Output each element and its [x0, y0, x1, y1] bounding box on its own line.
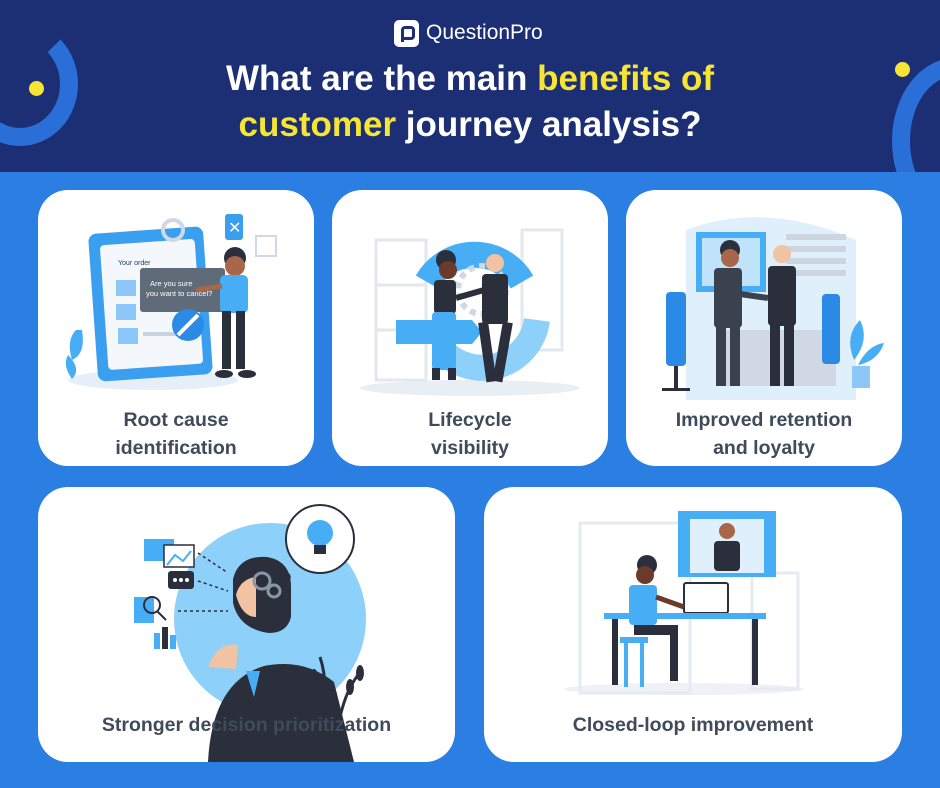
- phone-header-text: Your order: [118, 260, 151, 267]
- page-title: What are the main benefits of customer j…: [0, 56, 940, 148]
- card-label-line1: Improved retention: [675, 409, 853, 431]
- decorative-dot-left: [29, 81, 44, 96]
- questionpro-logo: QuestionPro: [394, 18, 543, 48]
- benefit-card-closed-loop: Closed-loop improvement: [484, 487, 902, 762]
- card-label-retention: Improved retention and loyalty: [626, 406, 902, 462]
- title-line1-plain: What are the main: [225, 59, 538, 98]
- card-label-line2: and loyalty: [713, 437, 815, 459]
- handshake-illustration: [662, 217, 884, 400]
- title-line-2: customer journey analysis?: [0, 102, 940, 148]
- card-label-line2: visibility: [430, 437, 510, 459]
- card-label-line2: identification: [115, 437, 237, 459]
- logo-text: QuestionPro: [426, 21, 543, 44]
- card-label-closed-loop: Closed-loop improvement: [572, 714, 814, 736]
- decorative-dot-right: [895, 62, 910, 77]
- benefit-card-root-cause: Your order Are you sure you want to canc…: [38, 190, 314, 466]
- questionpro-logo-icon: [394, 19, 419, 47]
- title-line-1: What are the main benefits of: [0, 56, 940, 102]
- benefit-card-lifecycle: Lifecycle visibility: [332, 190, 608, 466]
- card-label-root-cause: Root cause identification: [38, 406, 314, 462]
- title-line1-highlight: benefits of: [537, 59, 715, 98]
- title-line2-plain: journey analysis?: [396, 105, 702, 144]
- dialog-line2-text: you want to cancel?: [146, 289, 212, 298]
- card-label-decision: Stronger decision prioritization: [101, 714, 392, 736]
- dialog-line1-text: Are you sure: [150, 279, 193, 288]
- svg-text:✕: ✕: [228, 218, 241, 237]
- header-banner: QuestionPro What are the main benefits o…: [0, 0, 940, 172]
- thinking-man-illustration: [134, 504, 366, 762]
- card-label-line1: Root cause: [123, 409, 229, 431]
- team-cycle-illustration: [360, 228, 580, 396]
- title-line2-highlight: customer: [238, 105, 397, 144]
- benefit-card-decision: Stronger decision prioritization: [38, 487, 455, 762]
- card-label-line1: Lifecycle: [428, 409, 512, 431]
- video-call-illustration: [564, 511, 804, 695]
- person-using-app-illustration: Your order Are you sure you want to canc…: [65, 214, 277, 390]
- card-label-lifecycle: Lifecycle visibility: [332, 406, 608, 462]
- benefit-card-retention: Improved retention and loyalty: [626, 190, 902, 466]
